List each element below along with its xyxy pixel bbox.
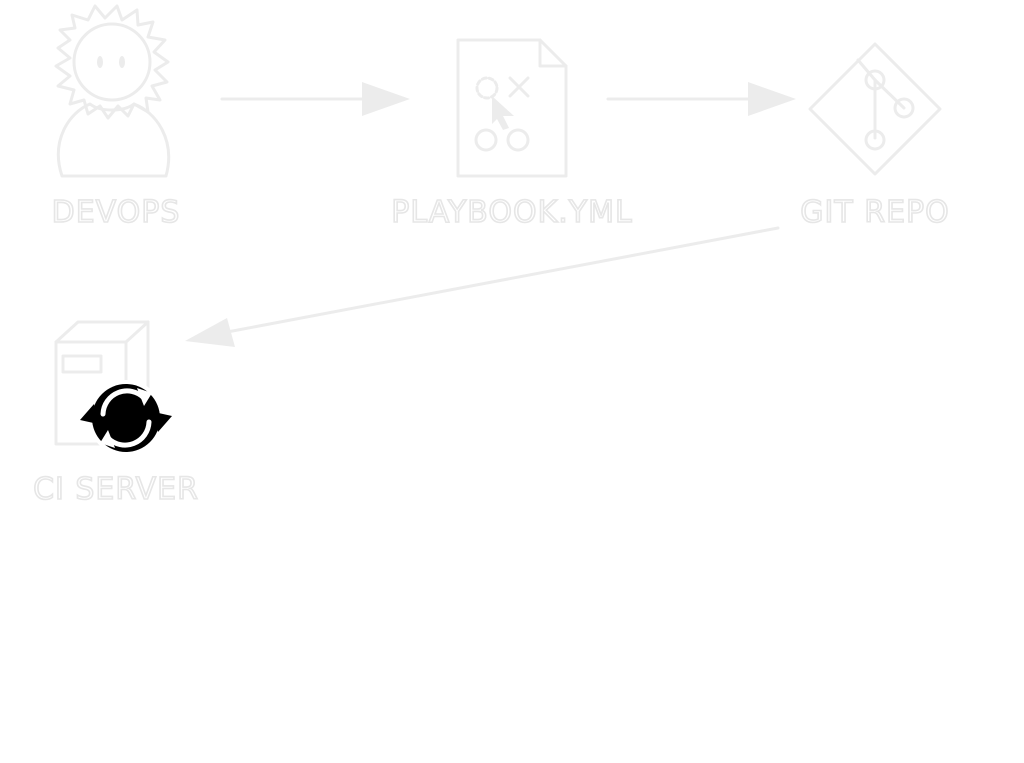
- node-label-playbook: PLAYBOOK.YML: [391, 195, 632, 230]
- node-playbook: PLAYBOOK.YML: [390, 38, 633, 231]
- playbook-file-icon: [456, 38, 568, 178]
- person-icon: [54, 4, 171, 178]
- sync-icon: [80, 380, 172, 456]
- edge-git-repo-to-ci-server: [185, 226, 780, 347]
- node-label-git-repo: GIT REPO: [800, 195, 949, 230]
- node-devops: DEVOPS: [51, 4, 181, 231]
- node-ci-server: CI SERVER: [32, 320, 199, 508]
- edge-devops-to-playbook: [220, 82, 410, 116]
- node-label-ci-server: CI SERVER: [33, 472, 199, 507]
- node-label-devops: DEVOPS: [52, 195, 181, 230]
- node-git-repo: GIT REPO: [799, 42, 950, 231]
- edge-playbook-to-git-repo: [606, 82, 796, 116]
- git-icon: [808, 42, 942, 176]
